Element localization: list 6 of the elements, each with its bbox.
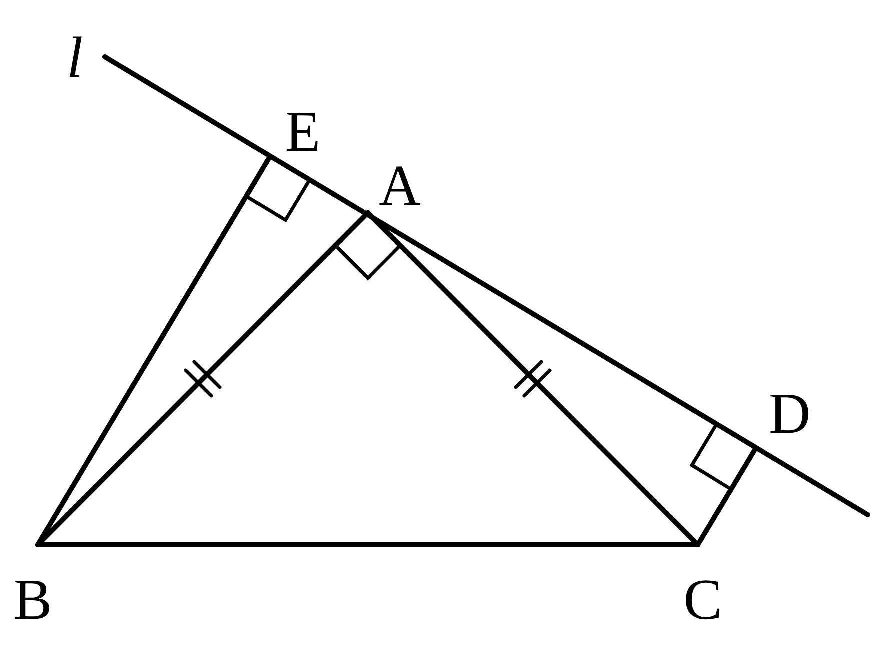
line-label: l — [66, 29, 84, 87]
point-label: A — [379, 157, 421, 215]
point-label: E — [285, 103, 321, 161]
point-label: C — [684, 571, 722, 629]
point-label: D — [769, 385, 811, 443]
point-label: B — [14, 571, 52, 629]
